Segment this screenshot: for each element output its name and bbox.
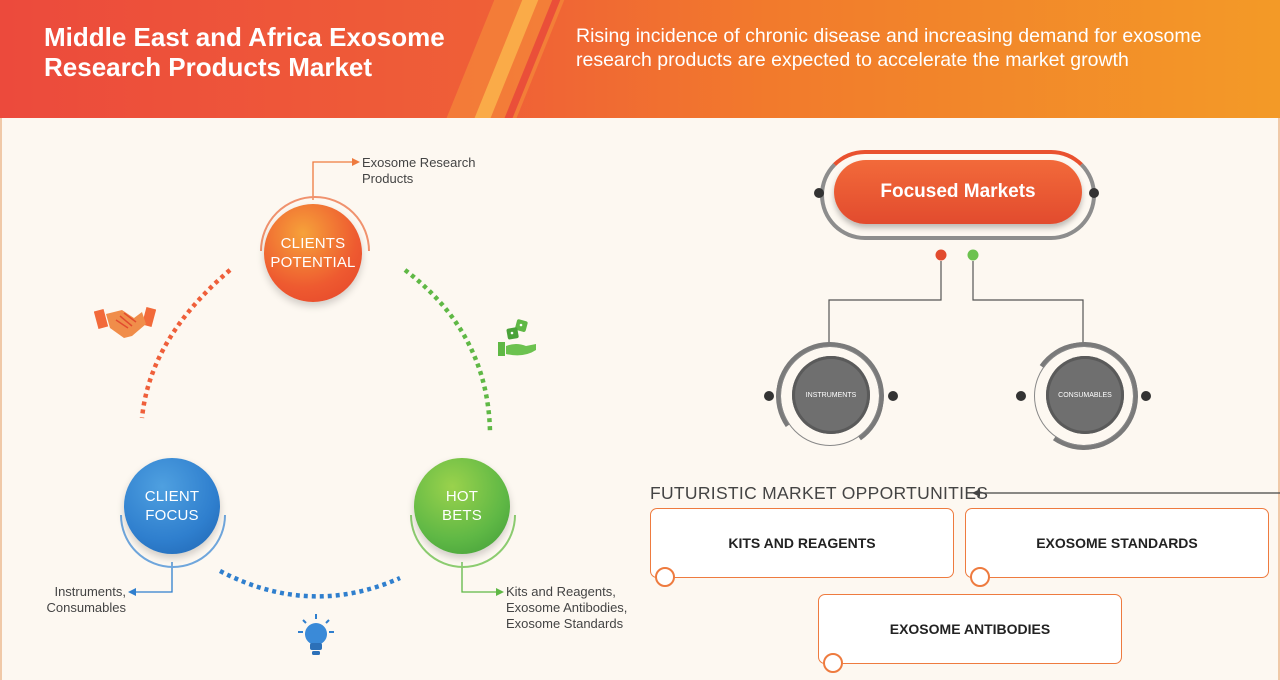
gauge-ring	[780, 346, 880, 446]
connector-dot	[1141, 391, 1151, 401]
note-line: Exosome Research	[362, 155, 476, 170]
client-focus-circle: CLIENT FOCUS	[124, 458, 220, 554]
handshake-icon	[94, 307, 156, 338]
connector-line	[828, 261, 942, 346]
note-line: Instruments,	[54, 584, 126, 599]
page-title: Middle East and Africa Exosome Research …	[44, 22, 445, 82]
callout-line	[136, 562, 173, 593]
note-line: Products	[362, 171, 414, 186]
callout-line	[312, 161, 352, 200]
opportunity-box: EXOSOME ANTIBODIES	[818, 594, 1122, 673]
cycle-diagram-lines	[128, 158, 504, 599]
page-tagline: Rising incidence of chronic disease and …	[576, 25, 1202, 71]
opportunity-box: KITS AND REAGENTS	[650, 508, 954, 587]
opportunity-label: KITS AND REAGENTS	[728, 535, 876, 551]
hot-bets-line1: HOT	[445, 488, 479, 505]
connector-dot	[814, 188, 824, 198]
dice-hand-icon	[498, 319, 536, 356]
opportunities-arrow	[972, 489, 1280, 497]
instruments-circle: INSTRUMENTS	[792, 356, 870, 434]
box-knob	[823, 653, 843, 673]
box-knob	[655, 567, 675, 587]
dotted-arc-bottom	[218, 569, 401, 599]
clients-potential-circle: CLIENTS POTENTIAL	[264, 204, 362, 302]
hot-bets-line2: BETS	[442, 507, 482, 524]
gauge-ring	[1034, 346, 1134, 446]
opportunity-label: EXOSOME ANTIBODIES	[889, 621, 1051, 637]
arrow-icon	[128, 588, 136, 596]
consumables-circle: CONSUMABLES	[1046, 356, 1124, 434]
focused-markets-badge: Focused Markets	[834, 160, 1082, 224]
arrow-icon	[496, 588, 504, 596]
arrow-icon	[972, 489, 980, 497]
connector-dot	[967, 249, 979, 261]
hot-bets-note: Kits and Reagents, Exosome Antibodies, E…	[506, 584, 627, 632]
header-banner: Middle East and Africa Exosome Research …	[0, 0, 1280, 118]
note-line: Kits and Reagents,	[506, 584, 616, 599]
note-line: Exosome Antibodies,	[506, 600, 628, 615]
content-frame	[0, 118, 1280, 680]
hot-bets-circle: HOT BETS	[414, 458, 510, 554]
dotted-arc-left	[139, 268, 232, 419]
client-focus-line1: CLIENT	[144, 488, 200, 505]
connector-line	[972, 261, 1084, 346]
clients-potential-line1: CLIENTS	[280, 235, 346, 252]
connector-dot	[1089, 188, 1099, 198]
clients-potential-note: Exosome Research Products	[362, 155, 475, 187]
clients-potential-line2: POTENTIAL	[270, 254, 356, 271]
box-knob	[970, 567, 990, 587]
connector-dot	[935, 249, 947, 261]
arrow-icon	[352, 158, 360, 166]
connector-dot	[764, 391, 774, 401]
focused-connectors	[828, 249, 1084, 346]
callout-line	[461, 562, 496, 593]
opportunities-title: FUTURISTIC MARKET OPPORTUNITIES	[650, 483, 989, 503]
connector-dot	[888, 391, 898, 401]
connector-dot	[1016, 391, 1026, 401]
opportunity-box: EXOSOME STANDARDS	[965, 508, 1269, 587]
lightbulb-icon	[298, 614, 334, 655]
note-line: Exosome Standards	[506, 616, 624, 631]
dotted-arc-right	[403, 268, 493, 433]
note-line: Consumables	[46, 600, 127, 615]
client-focus-line2: FOCUS	[145, 507, 199, 524]
opportunity-label: EXOSOME STANDARDS	[1036, 535, 1198, 551]
client-focus-note: Instruments, Consumables	[36, 584, 127, 616]
